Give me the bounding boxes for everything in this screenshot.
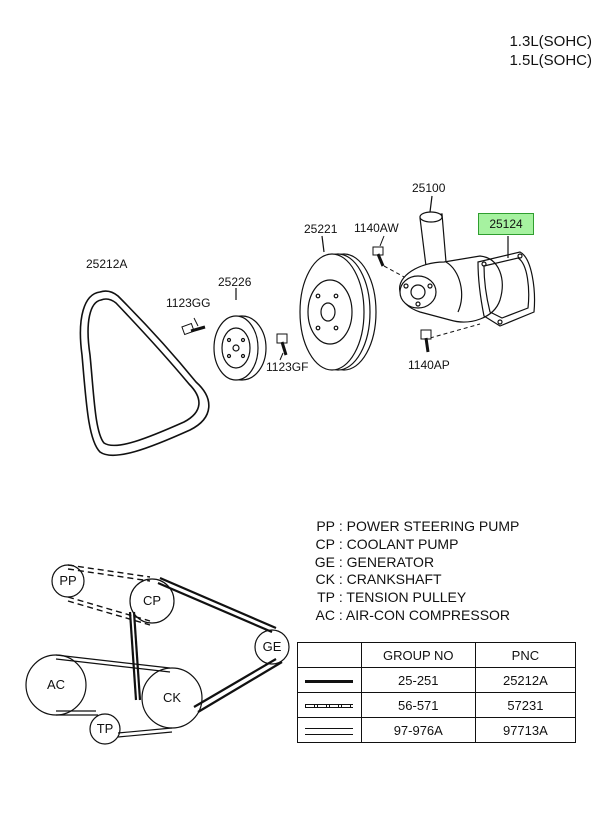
label-25221: 25221 — [304, 222, 338, 236]
table-header: GROUP NO — [360, 642, 476, 668]
label-1123gg: 1123GG — [166, 296, 211, 310]
coolant-pump-drawing — [399, 195, 503, 323]
bolt-1140aw-drawing — [372, 235, 407, 279]
table-cell-pnc[interactable]: 57231 — [474, 692, 577, 718]
table-cell-group: 25-251 — [360, 667, 476, 693]
line-sample-dashed — [297, 692, 362, 718]
label-25212a: 25212A — [86, 257, 128, 271]
legend-row: CK : CRANKSHAFT — [305, 571, 519, 589]
table-row: 56-571 57231 — [297, 692, 577, 718]
legend-code: TP — [317, 589, 335, 606]
legend-desc: GENERATOR — [346, 553, 435, 570]
legend-row: CP : COOLANT PUMP — [305, 536, 519, 554]
cp-pulley-circle — [129, 578, 175, 624]
legend-desc: CRANKSHAFT — [346, 571, 442, 588]
abbreviation-legend: PP : POWER STEERING PUMP CP : COOLANT PU… — [305, 518, 520, 625]
table-row: 97-976A 97713A — [297, 717, 577, 743]
legend-code: CK — [315, 571, 335, 588]
table-cell-group: 56-571 — [360, 692, 476, 718]
node-pp: PP — [59, 573, 77, 588]
table-header-row: GROUP NO PNC — [297, 642, 577, 668]
label-25100: 25100 — [412, 181, 446, 195]
table-row: 25-251 25212A — [297, 667, 577, 693]
table-cell-group: 97-976A — [360, 717, 476, 743]
table-cell-pnc[interactable]: 25212A — [474, 667, 577, 693]
label-1140ap: 1140AP — [408, 358, 450, 372]
legend-row: GE : GENERATOR — [305, 554, 519, 572]
legend-code: GE — [314, 553, 335, 570]
legend-desc: AIR-CON COMPRESSOR — [345, 606, 511, 623]
node-ge: GE — [262, 639, 282, 654]
belt-reference-table: GROUP NO PNC 25-251 25212A 56-571 57231 … — [297, 642, 577, 743]
legend-row: PP : POWER STEERING PUMP — [305, 518, 519, 536]
label-25226: 25226 — [218, 275, 252, 289]
engine-label-2: 1.5L(SOHC) — [509, 52, 592, 69]
legend-desc: POWER STEERING PUMP — [346, 518, 520, 534]
legend-desc: TENSION PULLEY — [346, 589, 467, 606]
table-header — [297, 642, 362, 668]
legend-code: AC — [315, 606, 335, 623]
legend-code: PP — [316, 518, 335, 534]
legend-code: CP — [315, 535, 335, 552]
v-belt-drawing — [79, 290, 210, 457]
steering-belt-dashed — [67, 564, 151, 626]
node-ac: AC — [46, 677, 66, 692]
legend-desc: COOLANT PUMP — [346, 535, 459, 552]
node-tp: TP — [96, 721, 114, 736]
pulley-25221-drawing — [299, 235, 377, 371]
legend-row: TP : TENSION PULLEY — [305, 589, 519, 607]
aircon-belt-double — [55, 654, 173, 738]
line-sample-solid — [297, 667, 362, 693]
pulley-25226-drawing — [213, 288, 267, 381]
node-cp: CP — [142, 593, 162, 608]
bolt-1123gg-drawing — [181, 317, 206, 336]
legend-row: AC : AIR-CON COMPRESSOR — [305, 607, 519, 625]
bolt-1123gf-drawing — [276, 333, 288, 361]
tp-pulley-circle — [89, 713, 121, 745]
table-cell-pnc[interactable]: 97713A — [474, 717, 577, 743]
line-sample-double — [297, 717, 362, 743]
label-25124-highlighted[interactable]: 25124 — [478, 213, 534, 235]
label-1140aw: 1140AW — [354, 221, 399, 235]
node-ck: CK — [162, 690, 182, 705]
label-1123gf: 1123GF — [266, 360, 309, 374]
ge-pulley-circle — [254, 629, 290, 665]
gasket-25124-drawing — [477, 236, 536, 327]
engine-labels: 1.3L(SOHC) 1.5L(SOHC) — [509, 32, 592, 70]
main-belt-solid — [128, 576, 283, 713]
table-header: PNC — [474, 642, 577, 668]
bolt-1140ap-drawing — [420, 323, 481, 353]
engine-label-1: 1.3L(SOHC) — [509, 33, 592, 50]
